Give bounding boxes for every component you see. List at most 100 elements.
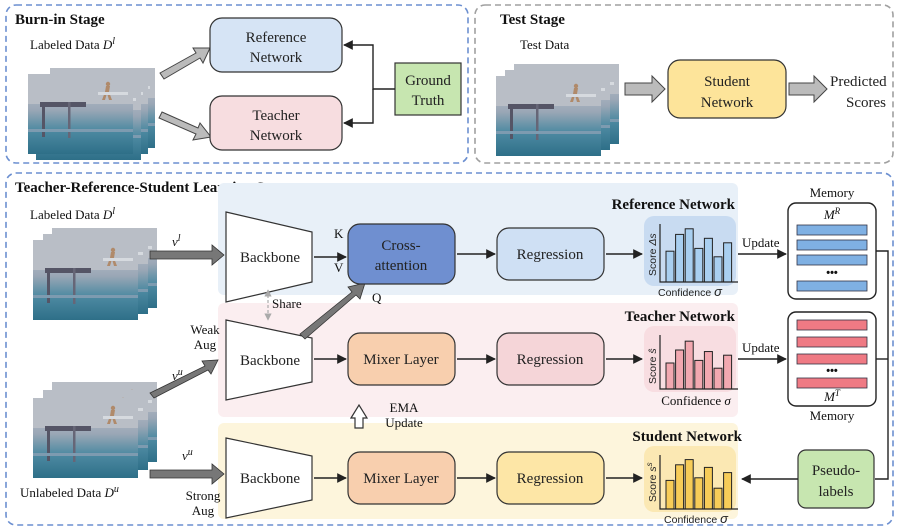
score-teacher-ylabel: Score ŝ	[647, 348, 659, 384]
ema-line2: Update	[385, 415, 423, 430]
mixer-student-label: Mixer Layer	[363, 471, 438, 487]
weak-aug-line1: Weak	[190, 322, 220, 337]
v-l-label: vl	[172, 233, 181, 250]
regression-teacher	[496, 332, 605, 386]
burnin-teacher-line2: Network	[250, 128, 303, 144]
test-student-network	[667, 59, 787, 119]
score-bar-reference	[703, 237, 713, 283]
gt-to-reference-arrow	[343, 40, 395, 90]
v-u-strong-label: vu	[182, 447, 193, 464]
teacher-to-q-arrow	[299, 282, 366, 340]
pseudo-line1: Pseudo-	[812, 463, 860, 479]
score-bar-reference	[713, 256, 723, 283]
score-ref-axes	[659, 224, 738, 283]
score-ref-ylabel: Score Δs	[647, 233, 659, 276]
update-teacher-label: Update	[742, 340, 780, 355]
memory-teacher-slot	[796, 336, 868, 348]
burnin-reference-line1: Reference	[246, 30, 307, 46]
burnin-arrow-to-teacher	[158, 111, 212, 141]
test-arrow-2	[788, 74, 828, 104]
test-student-line1: Student	[704, 74, 751, 90]
score-bar-student	[694, 477, 704, 510]
regression-reference-label: Regression	[517, 247, 584, 263]
unlabeled-strong-arrow	[149, 463, 225, 485]
trs-frame	[5, 172, 894, 526]
cross-attention-box	[347, 223, 456, 285]
score-bar-student	[665, 479, 675, 510]
test-data-label: Test Data	[520, 37, 569, 52]
reference-network-title: Reference Network	[612, 197, 736, 213]
memory-ref-slot	[796, 254, 868, 266]
confidence-student-label: Confidence σ	[664, 511, 729, 526]
ground-truth-box	[394, 62, 462, 116]
backbone-student-label: Backbone	[240, 471, 300, 487]
score-bar-teacher	[723, 354, 733, 390]
memory-teacher-dots: •••	[826, 365, 838, 377]
teacher-lane	[218, 303, 738, 417]
regression-teacher-label: Regression	[517, 352, 584, 368]
student-network-title: Student Network	[632, 429, 742, 445]
mixer-layer-teacher	[347, 332, 456, 386]
score-bar-reference	[684, 228, 694, 283]
score-student-axes	[659, 455, 738, 510]
ground-truth-line2: Truth	[412, 93, 445, 109]
score-bar-teacher	[665, 362, 675, 390]
gt-to-teacher-arrow	[343, 89, 374, 128]
test-student-line2: Network	[701, 95, 754, 111]
score-student-ylabel: Score ss	[645, 462, 660, 502]
burnin-title: Burn-in Stage	[15, 12, 105, 28]
score-bars-reference	[665, 228, 733, 283]
regression-student	[496, 451, 605, 505]
score-teacher-axes	[659, 335, 738, 390]
trs-unlabeled-images	[33, 382, 157, 478]
burnin-reference-network	[209, 17, 343, 73]
memory-teacher-title: Memory	[810, 408, 855, 423]
score-bar-student	[684, 459, 694, 510]
score-bar-teacher	[703, 351, 713, 390]
burnin-frame	[5, 4, 469, 164]
backbone-teacher-label: Backbone	[240, 353, 300, 369]
backbone-reference-label: Backbone	[240, 250, 300, 266]
labeled-to-backbone-arrow	[149, 244, 225, 266]
mixer-teacher-label: Mixer Layer	[363, 352, 438, 368]
burnin-teacher-line1: Teacher	[252, 108, 299, 124]
burnin-reference-line2: Network	[250, 50, 303, 66]
weak-aug-line2: Aug	[194, 337, 217, 352]
burnin-labeled-data-label: Labeled Data Dl	[30, 36, 115, 53]
backbone-reference	[225, 211, 313, 303]
ema-line1: EMA	[390, 400, 420, 415]
regression-reference	[496, 227, 605, 281]
score-bars-student	[665, 459, 733, 510]
test-frame	[474, 4, 894, 164]
score-bar-student	[713, 487, 723, 510]
burnin-teacher-network	[209, 95, 343, 151]
unlabeled-weak-arrow	[149, 359, 219, 399]
strong-aug-line2: Aug	[192, 503, 215, 518]
ema-up-arrow	[349, 403, 369, 429]
predicted-line2: Scores	[846, 95, 886, 111]
memory-ref-to-pseudo	[875, 250, 889, 480]
backbone-teacher	[225, 319, 313, 401]
strong-aug-line1: Strong	[186, 488, 221, 503]
test-images	[496, 64, 619, 156]
mixer-layer-student	[347, 451, 456, 505]
memory-ref-symbol: MR	[823, 206, 841, 222]
memory-ref-title: Memory	[810, 185, 855, 200]
memory-ref-slot	[796, 239, 868, 251]
test-title: Test Stage	[500, 12, 565, 28]
memory-ref-slot	[796, 224, 868, 236]
score-bar-teacher	[684, 340, 694, 390]
trs-labeled-images	[33, 228, 157, 320]
score-bar-reference	[665, 250, 675, 283]
q-label: Q	[372, 290, 382, 305]
ground-truth-line1: Ground	[405, 73, 451, 89]
test-arrow-1	[624, 74, 666, 104]
confidence-ref-label: Confidence σ	[658, 284, 723, 299]
pseudo-line2: labels	[819, 484, 854, 500]
score-bar-teacher	[713, 367, 723, 390]
score-bar-student	[703, 466, 713, 510]
memory-teacher-slot	[796, 319, 868, 331]
burnin-arrow-to-reference	[159, 47, 211, 80]
score-bar-teacher	[675, 349, 685, 390]
predicted-line1: Predicted	[830, 74, 887, 90]
